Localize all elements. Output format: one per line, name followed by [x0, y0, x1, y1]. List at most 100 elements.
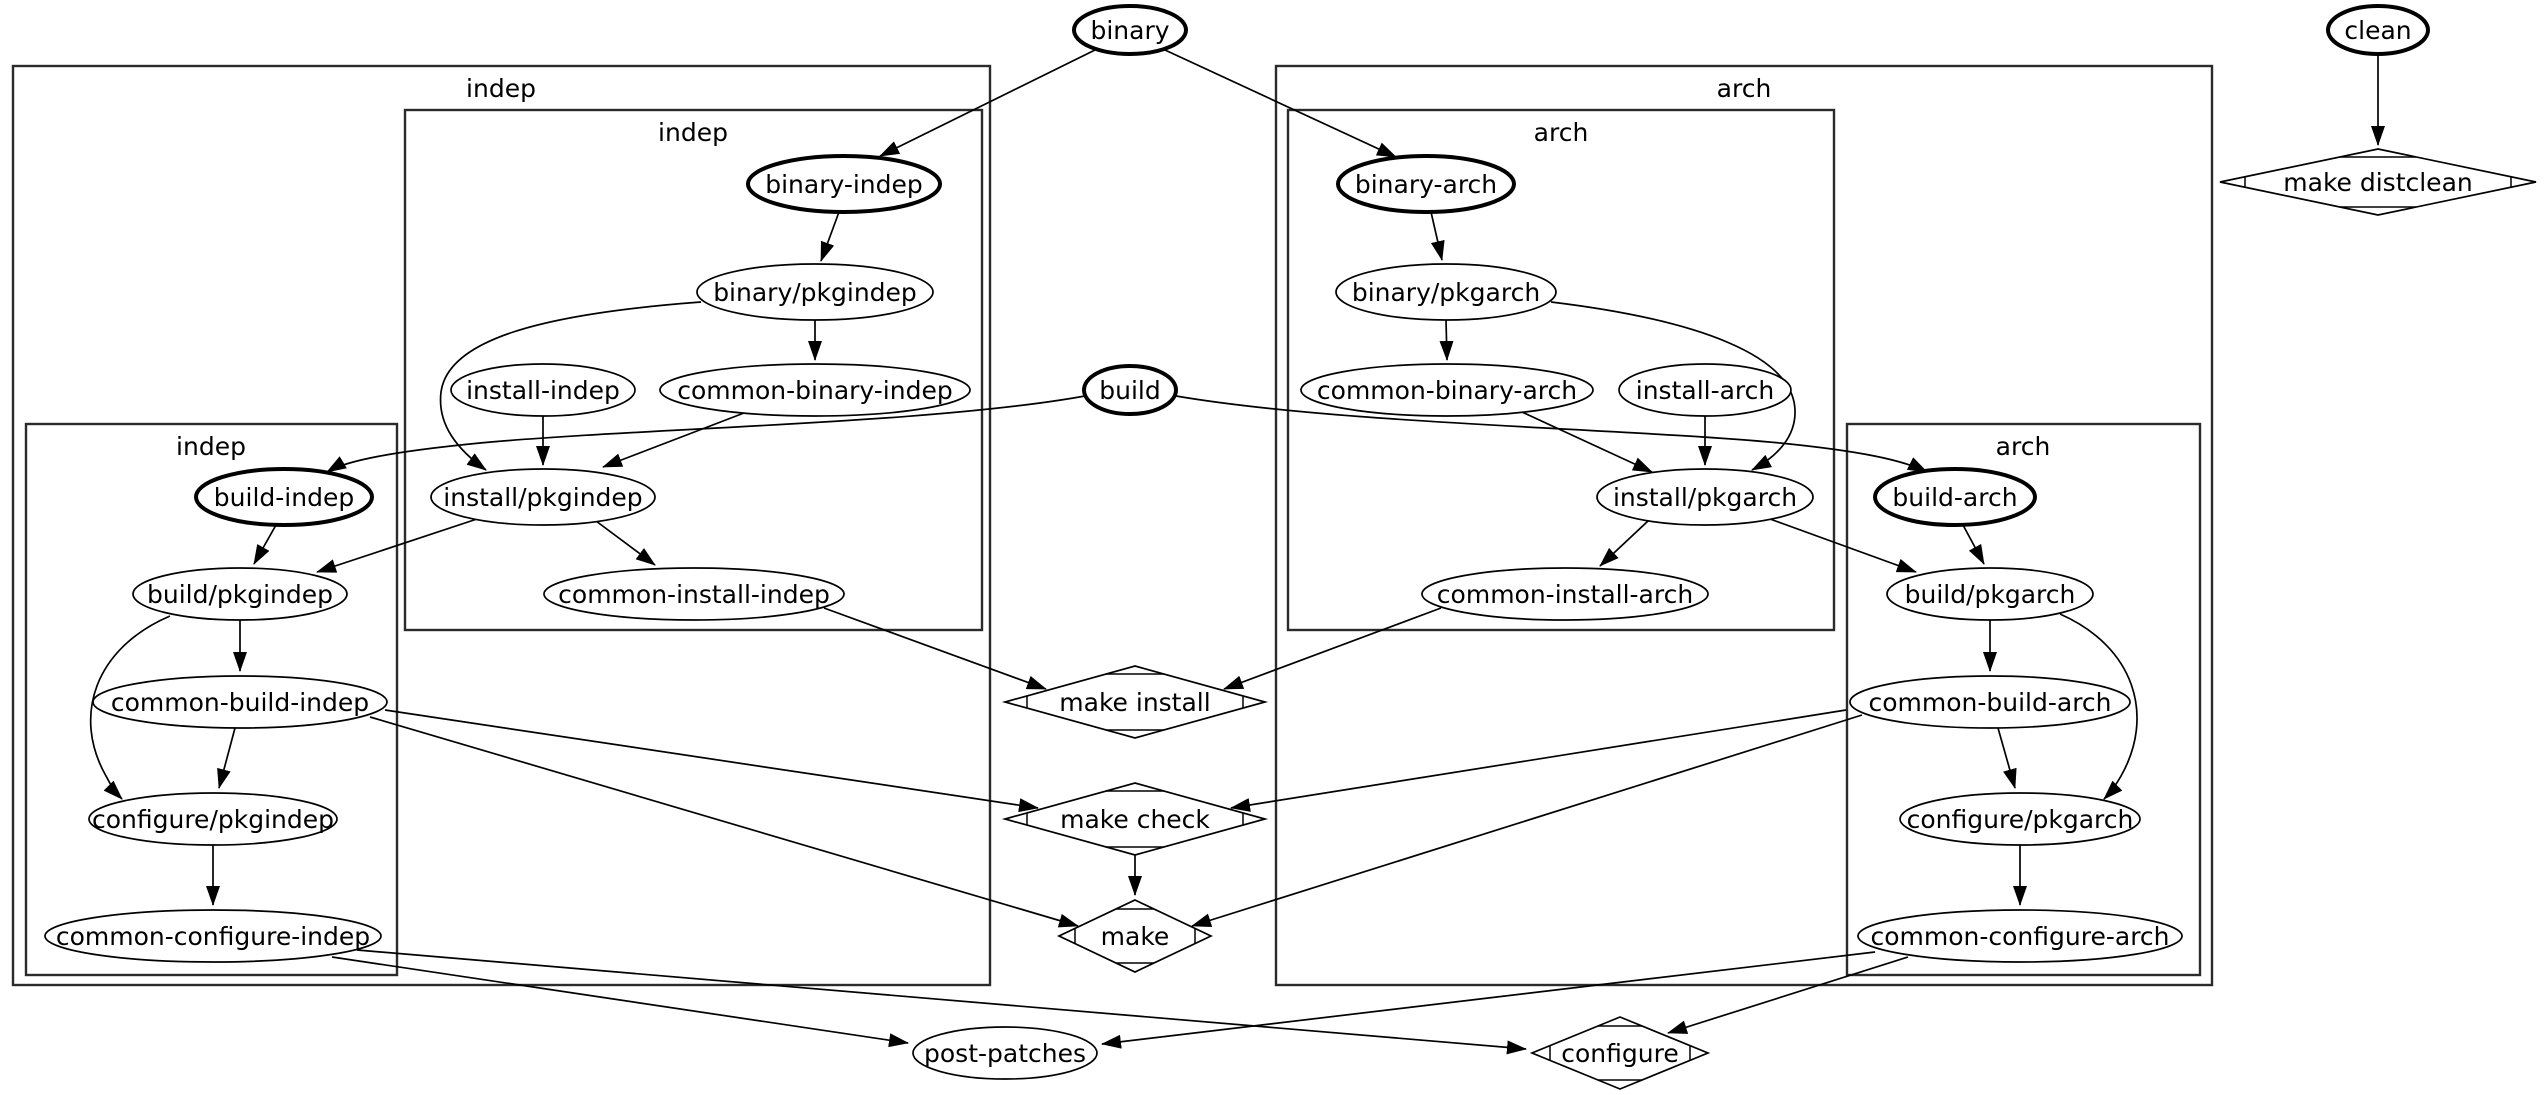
node-binary-label: binary: [1090, 16, 1169, 45]
node-build-label: build: [1099, 376, 1160, 405]
node-post-patches-label: post-patches: [924, 1039, 1086, 1068]
node-common-install-indep-label: common-install-indep: [558, 580, 830, 609]
edge-common-binary-arch-to-install-pkgarch: [1521, 411, 1653, 473]
edge-build-pkgindep-to-configure-pkgindep: [89, 615, 171, 800]
node-common-install-arch-label: common-install-arch: [1437, 580, 1693, 609]
edge-binary-arch-to-binary-pkgarch: [1430, 211, 1445, 261]
node-make-check-corner-marks: [1026, 790, 1244, 848]
node-build-indep-shape: [194, 467, 374, 527]
node-make-check-shape: [1001, 782, 1269, 856]
node-common-configure-arch: common-configure-arch: [1857, 909, 2183, 963]
edge-install-pkgarch-to-common-install-arch: [1599, 520, 1649, 567]
node-common-configure-indep-label: common-configure-indep: [56, 922, 370, 951]
edge-build-to-build-indep: [326, 395, 1086, 473]
node-configure-pkgarch: configure/pkgarch: [1899, 792, 2141, 846]
edge-build-arch-to-build-pkgarch: [1962, 524, 1985, 565]
node-configure-pkgarch-label: configure/pkgarch: [1907, 805, 2134, 834]
node-binary: binary: [1072, 4, 1188, 56]
node-install-pkgindep-shape: [430, 468, 656, 526]
node-binary-pkgindep-shape: [696, 263, 934, 321]
cluster-indep-binary-label: indep: [658, 118, 728, 147]
node-configure: configure: [1529, 1016, 1711, 1090]
node-install-pkgarch-shape: [1596, 468, 1814, 526]
node-make-install: make install: [1001, 665, 1269, 739]
node-make-distclean: make distclean: [2219, 148, 2537, 216]
node-install-pkgindep: install/pkgindep: [430, 468, 656, 526]
edge-binary-to-binary-indep: [879, 49, 1096, 157]
node-build-indep-label: build-indep: [214, 483, 354, 512]
edge-common-build-arch-to-configure-pkgarch: [1997, 727, 2017, 789]
node-common-build-arch-label: common-build-arch: [1868, 688, 2111, 717]
node-binary-pkgarch-shape: [1335, 263, 1557, 321]
node-install-arch-shape: [1618, 363, 1792, 417]
node-install-arch-label: install-arch: [1636, 376, 1775, 405]
node-build-pkgarch-shape: [1886, 567, 2094, 621]
node-clean: clean: [2326, 4, 2430, 56]
node-make-distclean-shape: [2219, 148, 2537, 216]
node-build-pkgarch-label: build/pkgarch: [1905, 580, 2076, 609]
edge-build-indep-to-build-pkgindep: [253, 524, 277, 565]
node-common-configure-arch-shape: [1857, 909, 2183, 963]
node-post-patches: post-patches: [912, 1026, 1098, 1080]
node-configure-shape: [1529, 1016, 1711, 1090]
cluster-indep-binary: [403, 108, 984, 632]
node-common-binary-arch-label: common-binary-arch: [1317, 376, 1577, 405]
node-make-distclean-corner-marks: [2244, 156, 2512, 208]
node-make-install-shape: [1001, 665, 1269, 739]
node-common-binary-arch: common-binary-arch: [1300, 363, 1594, 417]
node-binary-pkgindep-label: binary/pkgindep: [713, 278, 917, 307]
node-common-install-arch: common-install-arch: [1421, 567, 1709, 621]
node-configure-corner-marks: [1549, 1025, 1691, 1081]
edge-common-configure-arch-to-post-patches: [1101, 951, 1876, 1049]
node-build-pkgindep-shape: [132, 567, 348, 621]
node-configure-pkgindep: configure/pkgindep: [88, 792, 338, 846]
node-build-arch: build-arch: [1873, 467, 2037, 527]
node-common-configure-indep: common-configure-indep: [44, 909, 382, 963]
node-common-install-indep-shape: [543, 567, 845, 621]
node-binary-indep: binary-indep: [746, 154, 942, 214]
node-common-install-indep: common-install-indep: [543, 567, 845, 621]
edge-common-configure-arch-to-configure: [1667, 956, 1909, 1034]
node-configure-pkgindep-shape: [88, 792, 338, 846]
node-install-pkgarch: install/pkgarch: [1596, 468, 1814, 526]
node-common-binary-indep-shape: [659, 363, 971, 417]
node-build-shape: [1082, 364, 1178, 416]
edge-common-configure-indep-to-configure: [356, 949, 1527, 1055]
node-make-install-corner-marks: [1026, 673, 1244, 731]
node-install-pkgarch-label: install/pkgarch: [1613, 483, 1797, 512]
node-binary-pkgindep: binary/pkgindep: [696, 263, 934, 321]
node-install-pkgindep-label: install/pkgindep: [443, 483, 642, 512]
cluster-arch-outer-label: arch: [1717, 74, 1772, 103]
node-make-corner-marks: [1074, 908, 1196, 964]
node-binary-arch-label: binary-arch: [1355, 170, 1497, 199]
node-make-shape: [1057, 899, 1213, 973]
cluster-indep-outer-label: indep: [466, 74, 536, 103]
edge-install-pkgindep-to-build-pkgindep: [316, 518, 478, 573]
clusters: indep indep indep arch arch arch: [11, 64, 2214, 987]
node-build-pkgindep: build/pkgindep: [132, 567, 348, 621]
node-binary-arch-shape: [1336, 154, 1516, 214]
edge-common-build-arch-to-make-check: [1230, 709, 1847, 812]
cluster-arch-binary: [1286, 108, 1836, 632]
node-common-build-arch-shape: [1849, 675, 2131, 729]
node-install-indep-shape: [450, 363, 636, 417]
node-make-check-label: make check: [1060, 805, 1210, 834]
edge-binary-to-binary-arch: [1164, 49, 1397, 158]
node-binary-pkgarch-label: binary/pkgarch: [1352, 278, 1540, 307]
edge-common-binary-indep-to-install-pkgindep: [602, 412, 745, 468]
node-common-configure-indep-shape: [44, 909, 382, 963]
node-binary-arch: binary-arch: [1336, 154, 1516, 214]
cluster-arch-build: [1845, 422, 2202, 977]
node-install-indep: install-indep: [450, 363, 636, 417]
edge-install-pkgindep-to-common-install-indep: [595, 520, 656, 566]
node-make-check: make check: [1001, 782, 1269, 856]
node-common-build-indep: common-build-indep: [92, 675, 388, 729]
node-configure-pkgindep-label: configure/pkgindep: [92, 805, 334, 834]
node-build-pkgarch: build/pkgarch: [1886, 567, 2094, 621]
edge-common-build-arch-to-make: [1191, 714, 1863, 927]
node-common-binary-indep-label: common-binary-indep: [677, 376, 952, 405]
edge-build-to-build-arch: [1175, 395, 1928, 473]
cluster-indep-build: [24, 422, 399, 977]
node-clean-label: clean: [2344, 16, 2411, 45]
